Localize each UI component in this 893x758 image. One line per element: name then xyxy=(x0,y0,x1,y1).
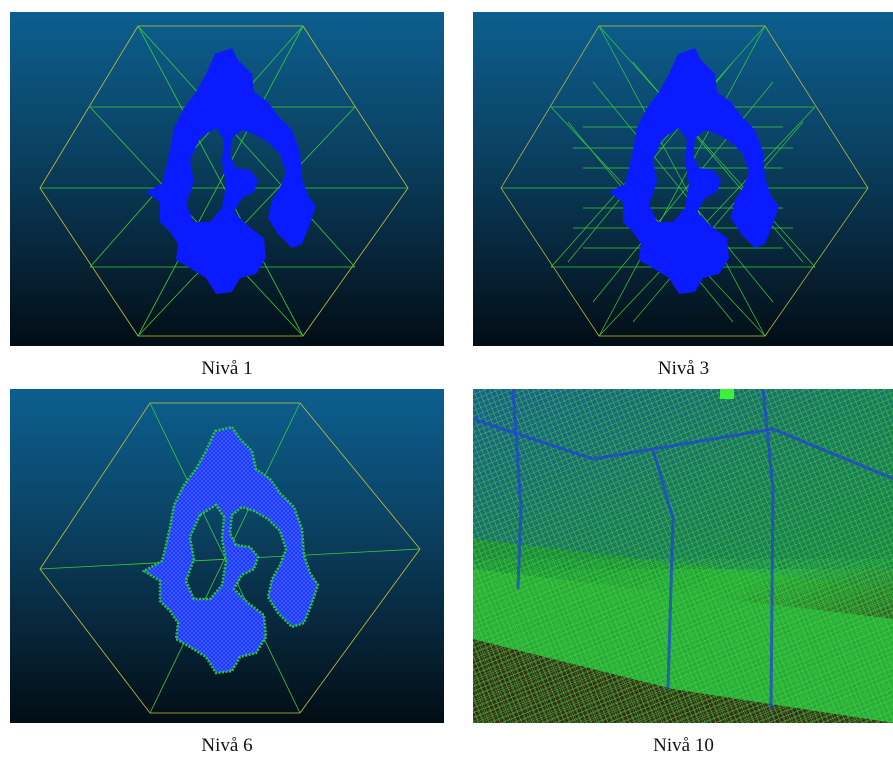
point-cloud-shape xyxy=(146,48,316,294)
octree-level-6-render xyxy=(39,402,421,714)
octree-level-10-image xyxy=(473,389,893,723)
voxel-point-cloud-shape xyxy=(141,425,320,675)
octree-level-1-image xyxy=(10,12,444,346)
octree-level-10-render xyxy=(473,389,893,723)
blue-crack-lines xyxy=(473,389,893,710)
point-cloud-shape xyxy=(609,48,779,294)
bright-voxel-patch xyxy=(720,389,734,399)
caption-level-10: Nivå 10 xyxy=(653,735,714,756)
octree-level-3-image xyxy=(473,12,893,346)
octree-level-1-render xyxy=(39,25,409,337)
caption-level-1: Nivå 1 xyxy=(201,358,253,379)
octree-level-3-render xyxy=(500,25,869,337)
octree-level-6-image xyxy=(10,389,444,723)
caption-level-6: Nivå 6 xyxy=(201,735,253,756)
caption-level-3: Nivå 3 xyxy=(657,358,710,379)
